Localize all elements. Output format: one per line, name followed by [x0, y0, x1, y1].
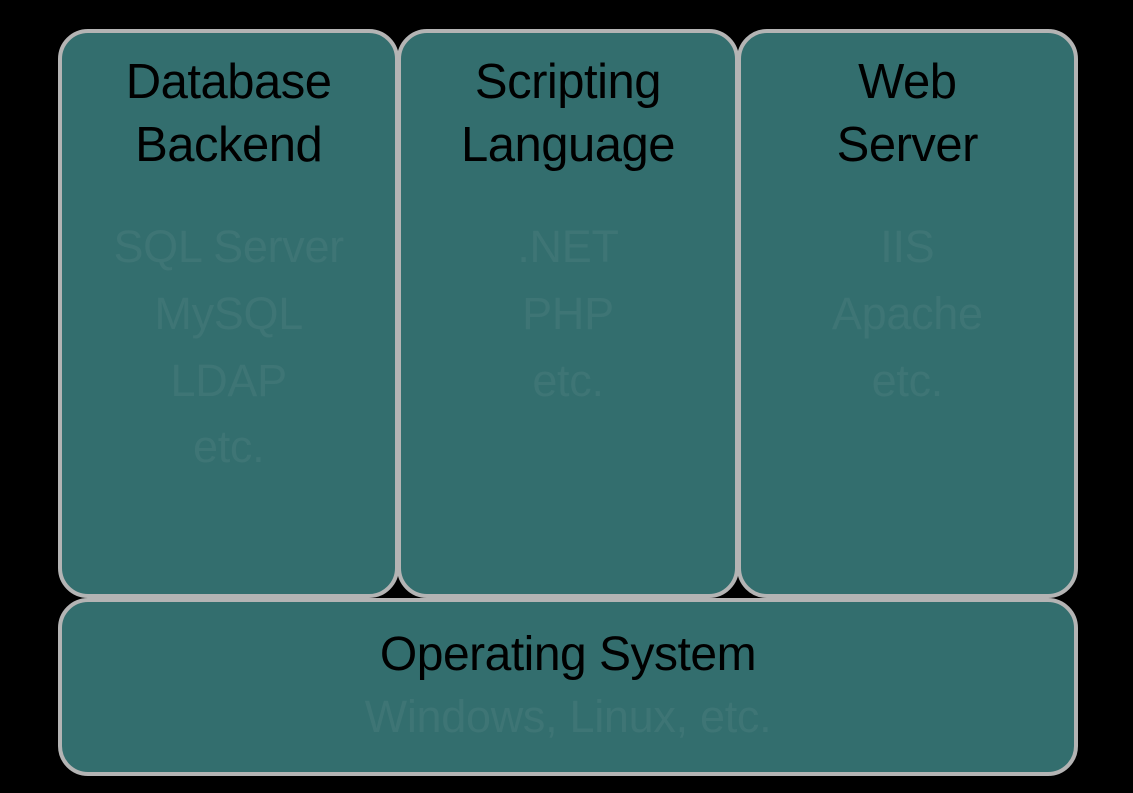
pillar-examples-database-backend: SQL Server MySQL LDAP etc. [113, 221, 344, 473]
pillar-web-server[interactable]: Web Server IIS Apache etc. [736, 29, 1078, 598]
pillar-row: Database Backend SQL Server MySQL LDAP e… [58, 29, 1078, 598]
pillar-title-scripting-language: Scripting Language [460, 55, 676, 172]
foundation-operating-system[interactable]: Operating System Windows, Linux, etc. [58, 598, 1078, 776]
pillar-scripting-language[interactable]: Scripting Language .NET PHP etc. [397, 29, 739, 598]
pillar-title-database-backend: Database Backend [125, 55, 332, 172]
foundation-examples-operating-system: Windows, Linux, etc. [364, 690, 772, 742]
pillar-title-web-server: Web Server [836, 55, 979, 172]
pillar-examples-scripting-language: .NET PHP etc. [517, 221, 619, 406]
pillar-examples-web-server: IIS Apache etc. [831, 221, 983, 406]
foundation-title-operating-system: Operating System [379, 628, 757, 681]
pillar-database-backend[interactable]: Database Backend SQL Server MySQL LDAP e… [58, 29, 400, 598]
